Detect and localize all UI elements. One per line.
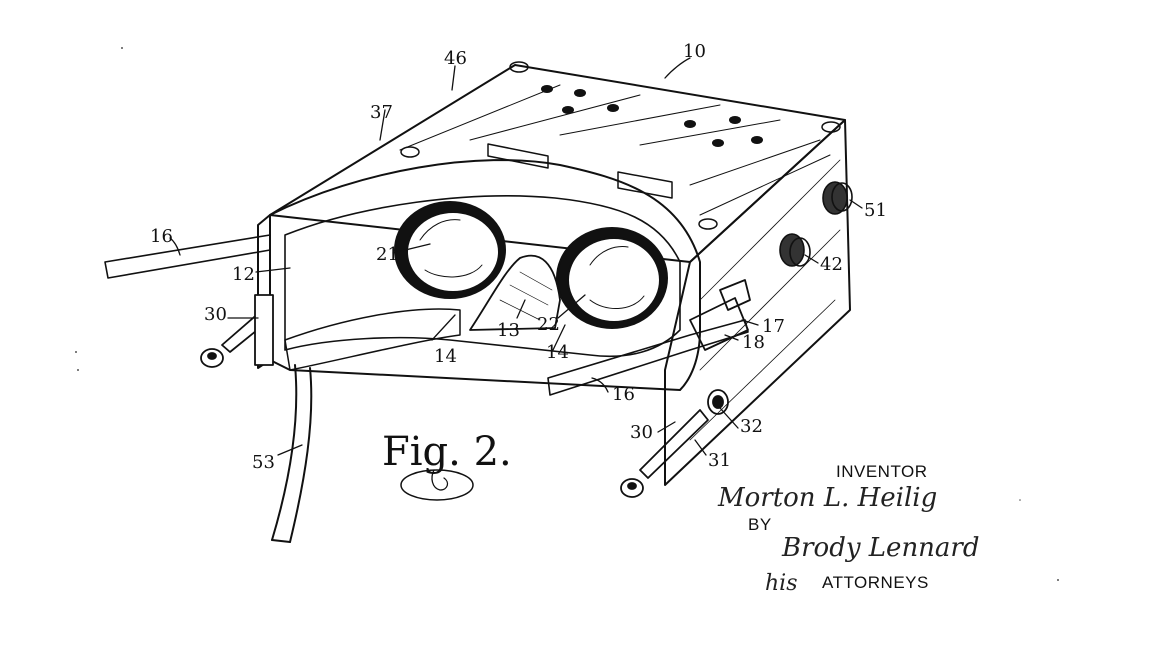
strap-right <box>547 319 749 396</box>
ref-30-left: 30 <box>204 304 227 325</box>
foam-cushion <box>269 159 701 391</box>
cable-53 <box>271 364 313 543</box>
figure-label: Fig. 2. <box>382 429 512 501</box>
scan-specks <box>75 47 1059 581</box>
attorney-signature: Brody Lennard <box>781 533 980 563</box>
ref-46: 46 <box>444 48 467 69</box>
ref-12: 12 <box>232 264 255 285</box>
right-panel-shading <box>689 159 841 441</box>
ref-16-left: 16 <box>150 226 173 247</box>
knob-42 <box>779 233 811 267</box>
inventor-signature: Morton L. Heilig <box>717 483 937 513</box>
lens-21 <box>394 201 506 299</box>
ref-10: 10 <box>683 41 706 62</box>
inner-face <box>284 195 681 358</box>
nose-shading <box>499 271 553 321</box>
strap-left <box>104 234 271 279</box>
lens-22 <box>556 227 668 329</box>
ref-17: 17 <box>762 316 785 337</box>
ref-22: 22 <box>537 314 560 335</box>
ref-32: 32 <box>740 416 763 437</box>
top-surface-shading <box>399 84 831 216</box>
top-holes <box>541 85 763 147</box>
by-label: BY <box>748 515 772 534</box>
figure-label-text: Fig. 2. <box>382 429 512 475</box>
inventor-heading: INVENTOR <box>836 462 928 481</box>
ref-37: 37 <box>370 102 393 123</box>
attorneys-prefix: his <box>765 571 798 596</box>
ref-21: 21 <box>376 244 399 265</box>
ref-31: 31 <box>708 450 731 471</box>
ref-14-right: 14 <box>546 342 569 363</box>
temple-bar-left <box>200 294 274 368</box>
lower-foam <box>284 308 461 371</box>
temple-bar-right <box>620 389 729 498</box>
ref-18: 18 <box>742 332 765 353</box>
ref-42: 42 <box>820 254 843 275</box>
ref-16-right: 16 <box>612 384 635 405</box>
figure-label-flourish <box>400 469 474 501</box>
ref-14-left: 14 <box>434 346 457 367</box>
ref-51: 51 <box>864 200 887 221</box>
top-slots <box>487 143 673 199</box>
ref-13: 13 <box>497 320 520 341</box>
top-surface <box>269 64 846 263</box>
ref-30-right: 30 <box>630 422 653 443</box>
ref-53: 53 <box>252 452 275 473</box>
strap-buckle <box>689 279 751 351</box>
knob-51 <box>822 181 853 215</box>
leader-lines <box>169 57 863 456</box>
headset-body <box>257 61 853 486</box>
attorneys-label: ATTORNEYS <box>822 573 929 592</box>
reference-numerals: 10 46 37 16 12 21 22 13 14 14 30 51 42 1… <box>150 41 887 473</box>
inventor-legend: INVENTOR Morton L. Heilig BY Brody Lenna… <box>717 462 980 596</box>
